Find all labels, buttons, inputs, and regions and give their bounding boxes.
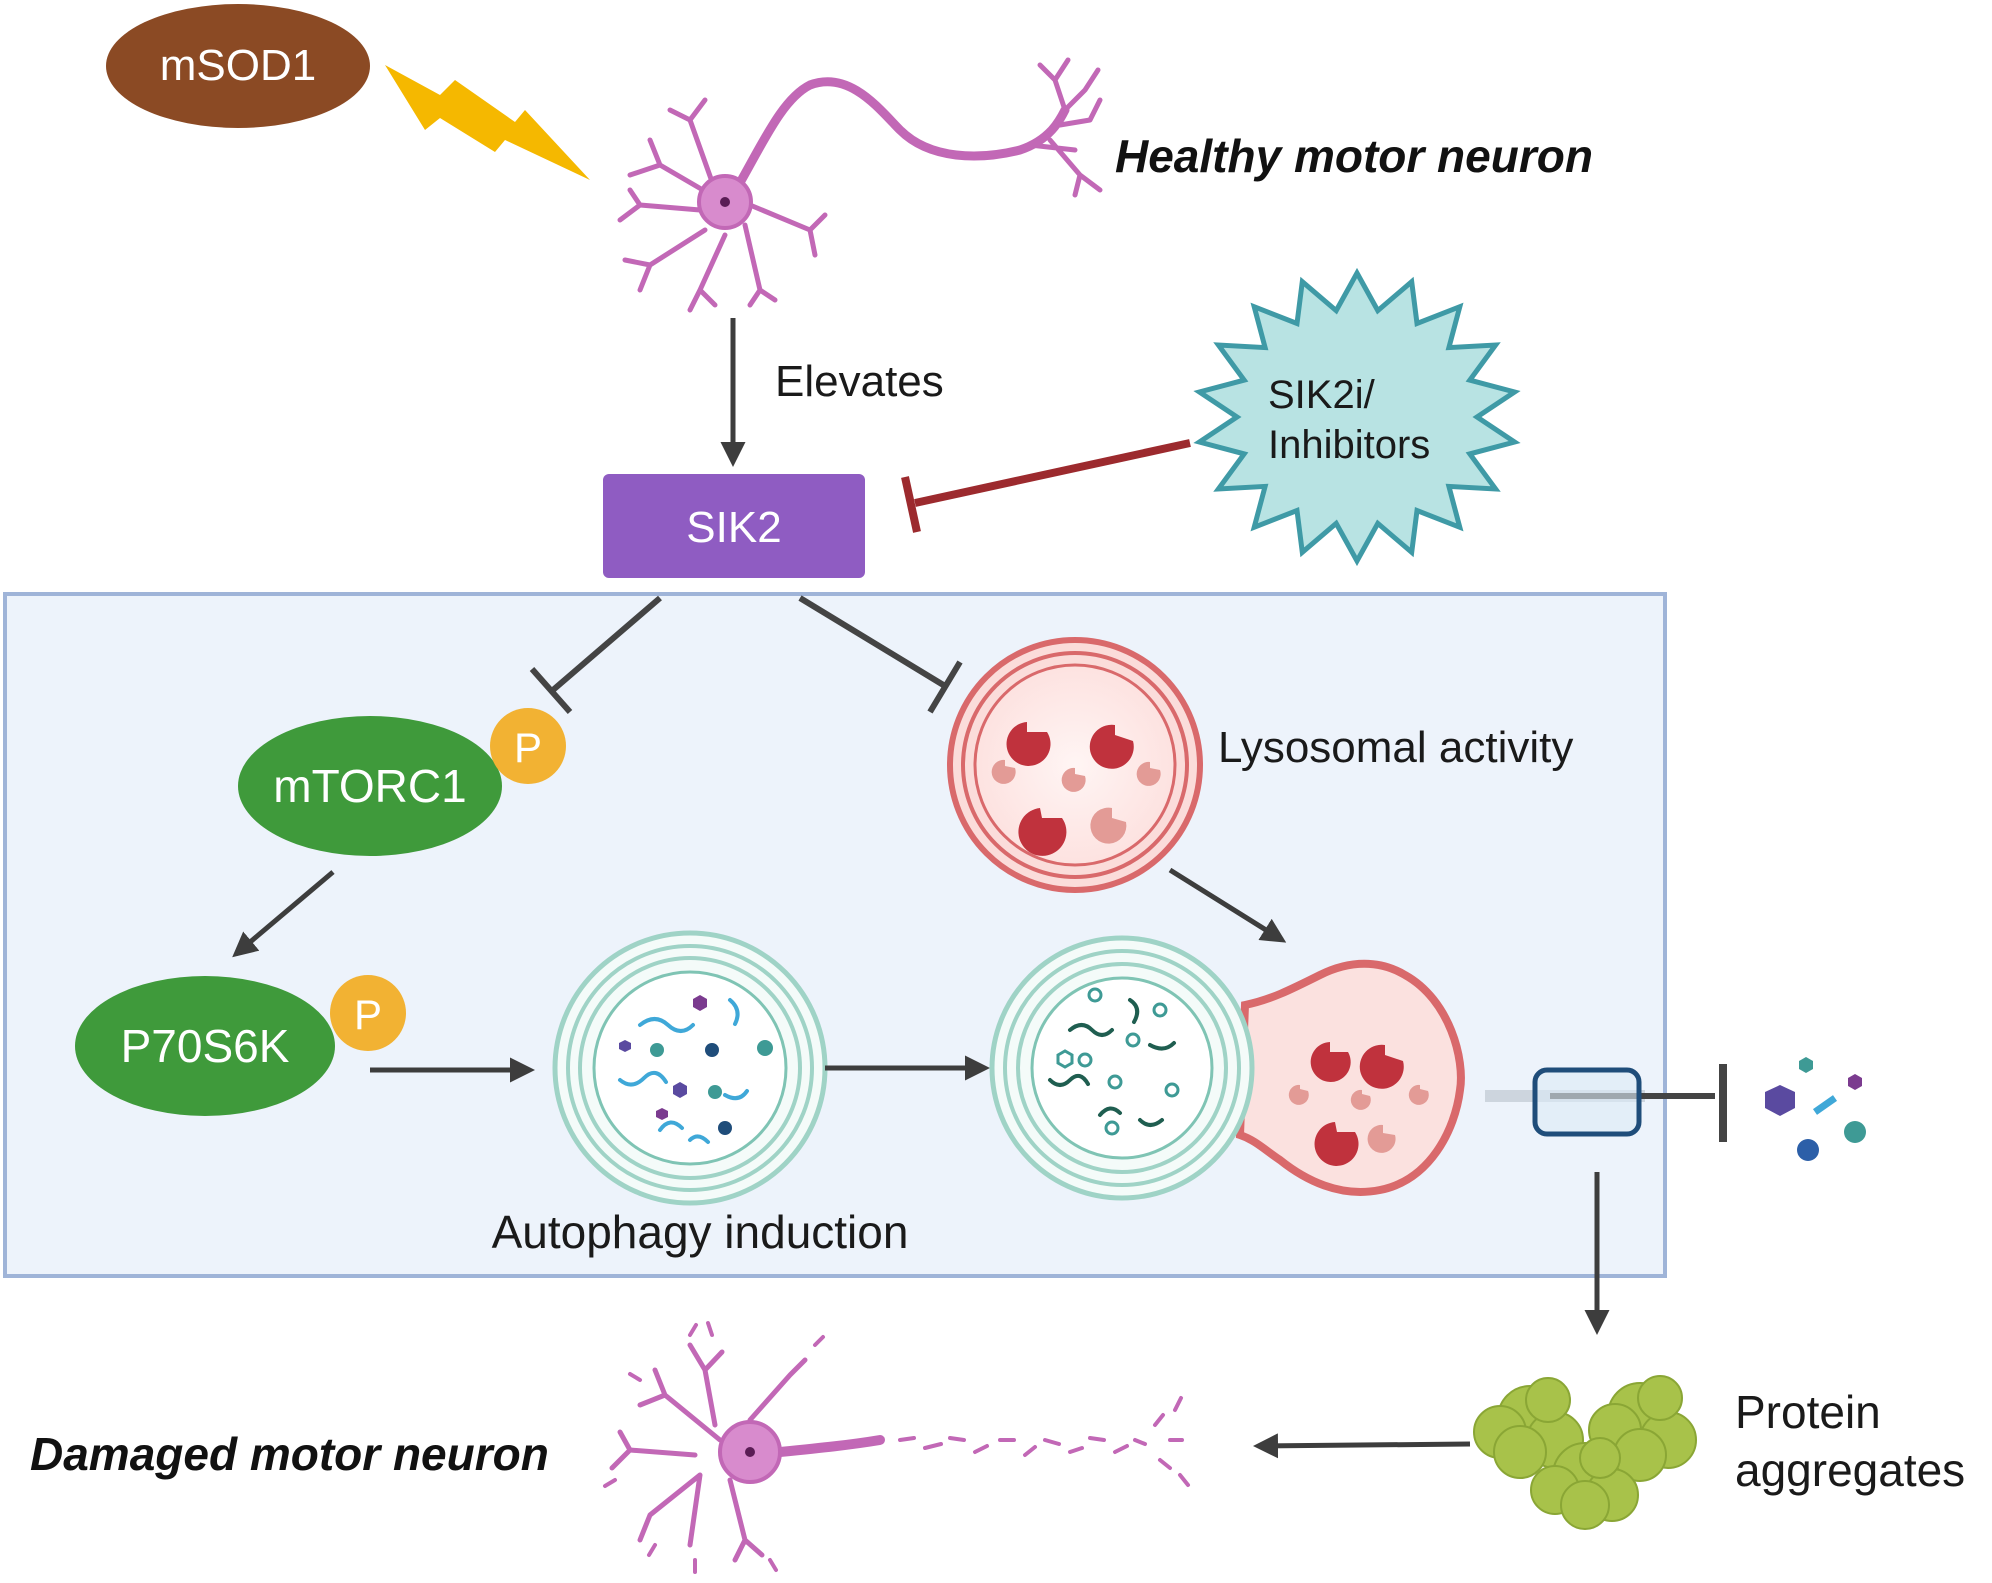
protein-label-line2: aggregates (1735, 1444, 1965, 1496)
healthy-neuron-icon (617, 57, 1103, 313)
msod1-label: mSOD1 (160, 41, 316, 90)
elevates-label: Elevates (775, 357, 944, 406)
phospho-badge-p70s6k (330, 975, 406, 1051)
lysosome-to-autolysosome-arrow (1168, 867, 1287, 943)
damaged-neuron-label: Damaged motor neuron (30, 1428, 549, 1480)
sik2-inhibits-mtorc1 (529, 595, 662, 714)
autolysosome-icon (989, 935, 1465, 1201)
phospho-label-mtorc1: P (514, 724, 542, 771)
sik2i-label-line1: SIK2i/ (1268, 373, 1376, 417)
sik2-label: SIK2 (686, 503, 781, 552)
p70s6k-node: P70S6K P (75, 975, 406, 1116)
aggregates-to-damaged-arrow (1253, 1433, 1471, 1459)
autophagosome-icon (552, 930, 828, 1206)
transporter-box (1532, 1067, 1642, 1137)
sik2-node: SIK2 (603, 474, 865, 578)
mtorc1-node: mTORC1 P (238, 708, 566, 856)
lysosome-icon (947, 637, 1203, 893)
mtorc1-to-p70s6k-arrow (232, 870, 335, 958)
autophagy-label: Autophagy induction (492, 1206, 909, 1258)
phospho-badge-mtorc1 (490, 708, 566, 784)
protein-aggregates-icon (1473, 1375, 1697, 1530)
degraded-fragments-icon (1765, 1057, 1866, 1161)
protein-label-line1: Protein (1735, 1386, 1881, 1438)
sik2i-label-line2: Inhibitors (1268, 423, 1430, 467)
damaged-neuron-icon (603, 1321, 1190, 1574)
sik2i-node: SIK2i/ Inhibitors (1193, 267, 1521, 567)
p70s6k-label: P70S6K (121, 1020, 290, 1072)
sik2-inhibits-lysosome (798, 595, 963, 714)
lysosomal-label: Lysosomal activity (1218, 723, 1573, 772)
degradation-block (1485, 1064, 1727, 1142)
lightning-bolt-icon (385, 65, 590, 180)
msod1-node: mSOD1 (106, 4, 370, 128)
phospho-label-p70s6k: P (354, 991, 382, 1038)
healthy-neuron-label: Healthy motor neuron (1115, 130, 1593, 182)
sik2i-inhibition (901, 439, 1191, 533)
mtorc1-label: mTORC1 (273, 760, 466, 812)
